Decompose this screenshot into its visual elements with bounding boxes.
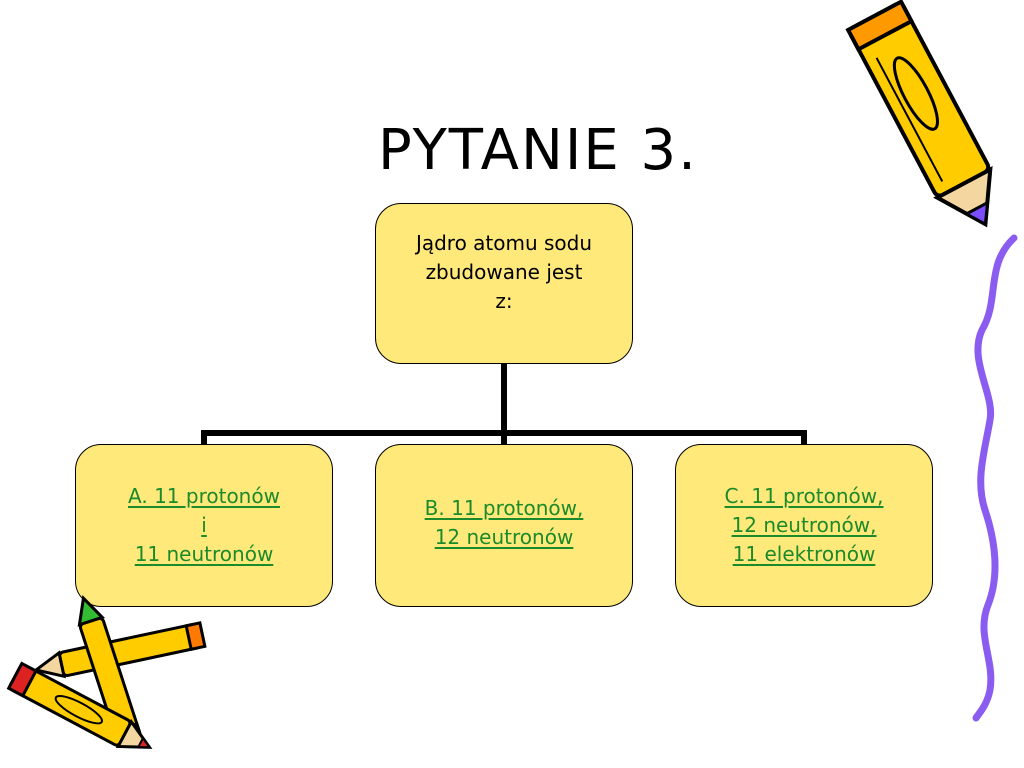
option-c-node[interactable]: C. 11 protonów, 12 neutronów, 11 elektro… <box>675 444 933 607</box>
option-a-line-2[interactable]: i <box>201 513 207 537</box>
slide-title: PYTANIE 3. <box>378 118 698 183</box>
root-line-2: zbudowane jest <box>425 260 583 284</box>
option-b-node[interactable]: B. 11 protonów, 12 neutronów <box>375 444 633 607</box>
option-c-line-2[interactable]: 12 neutronów, <box>731 513 877 537</box>
root-line-3: z: <box>495 289 513 313</box>
option-b-line-1[interactable]: B. 11 protonów, <box>424 495 584 520</box>
option-a-node[interactable]: A. 11 protonów i 11 neutronów <box>75 444 333 607</box>
option-a-line-3[interactable]: 11 neutronów <box>134 542 274 566</box>
option-c-line-1[interactable]: C. 11 protonów, <box>724 484 884 508</box>
option-b-line-2[interactable]: 12 neutronów <box>434 524 574 549</box>
option-a-line-1[interactable]: A. 11 protonów <box>128 484 280 508</box>
root-node: Jądro atomu sodu zbudowane jest z: <box>375 203 633 364</box>
root-line-1: Jądro atomu sodu <box>415 231 593 255</box>
option-c-line-3[interactable]: 11 elektronów <box>732 542 876 566</box>
